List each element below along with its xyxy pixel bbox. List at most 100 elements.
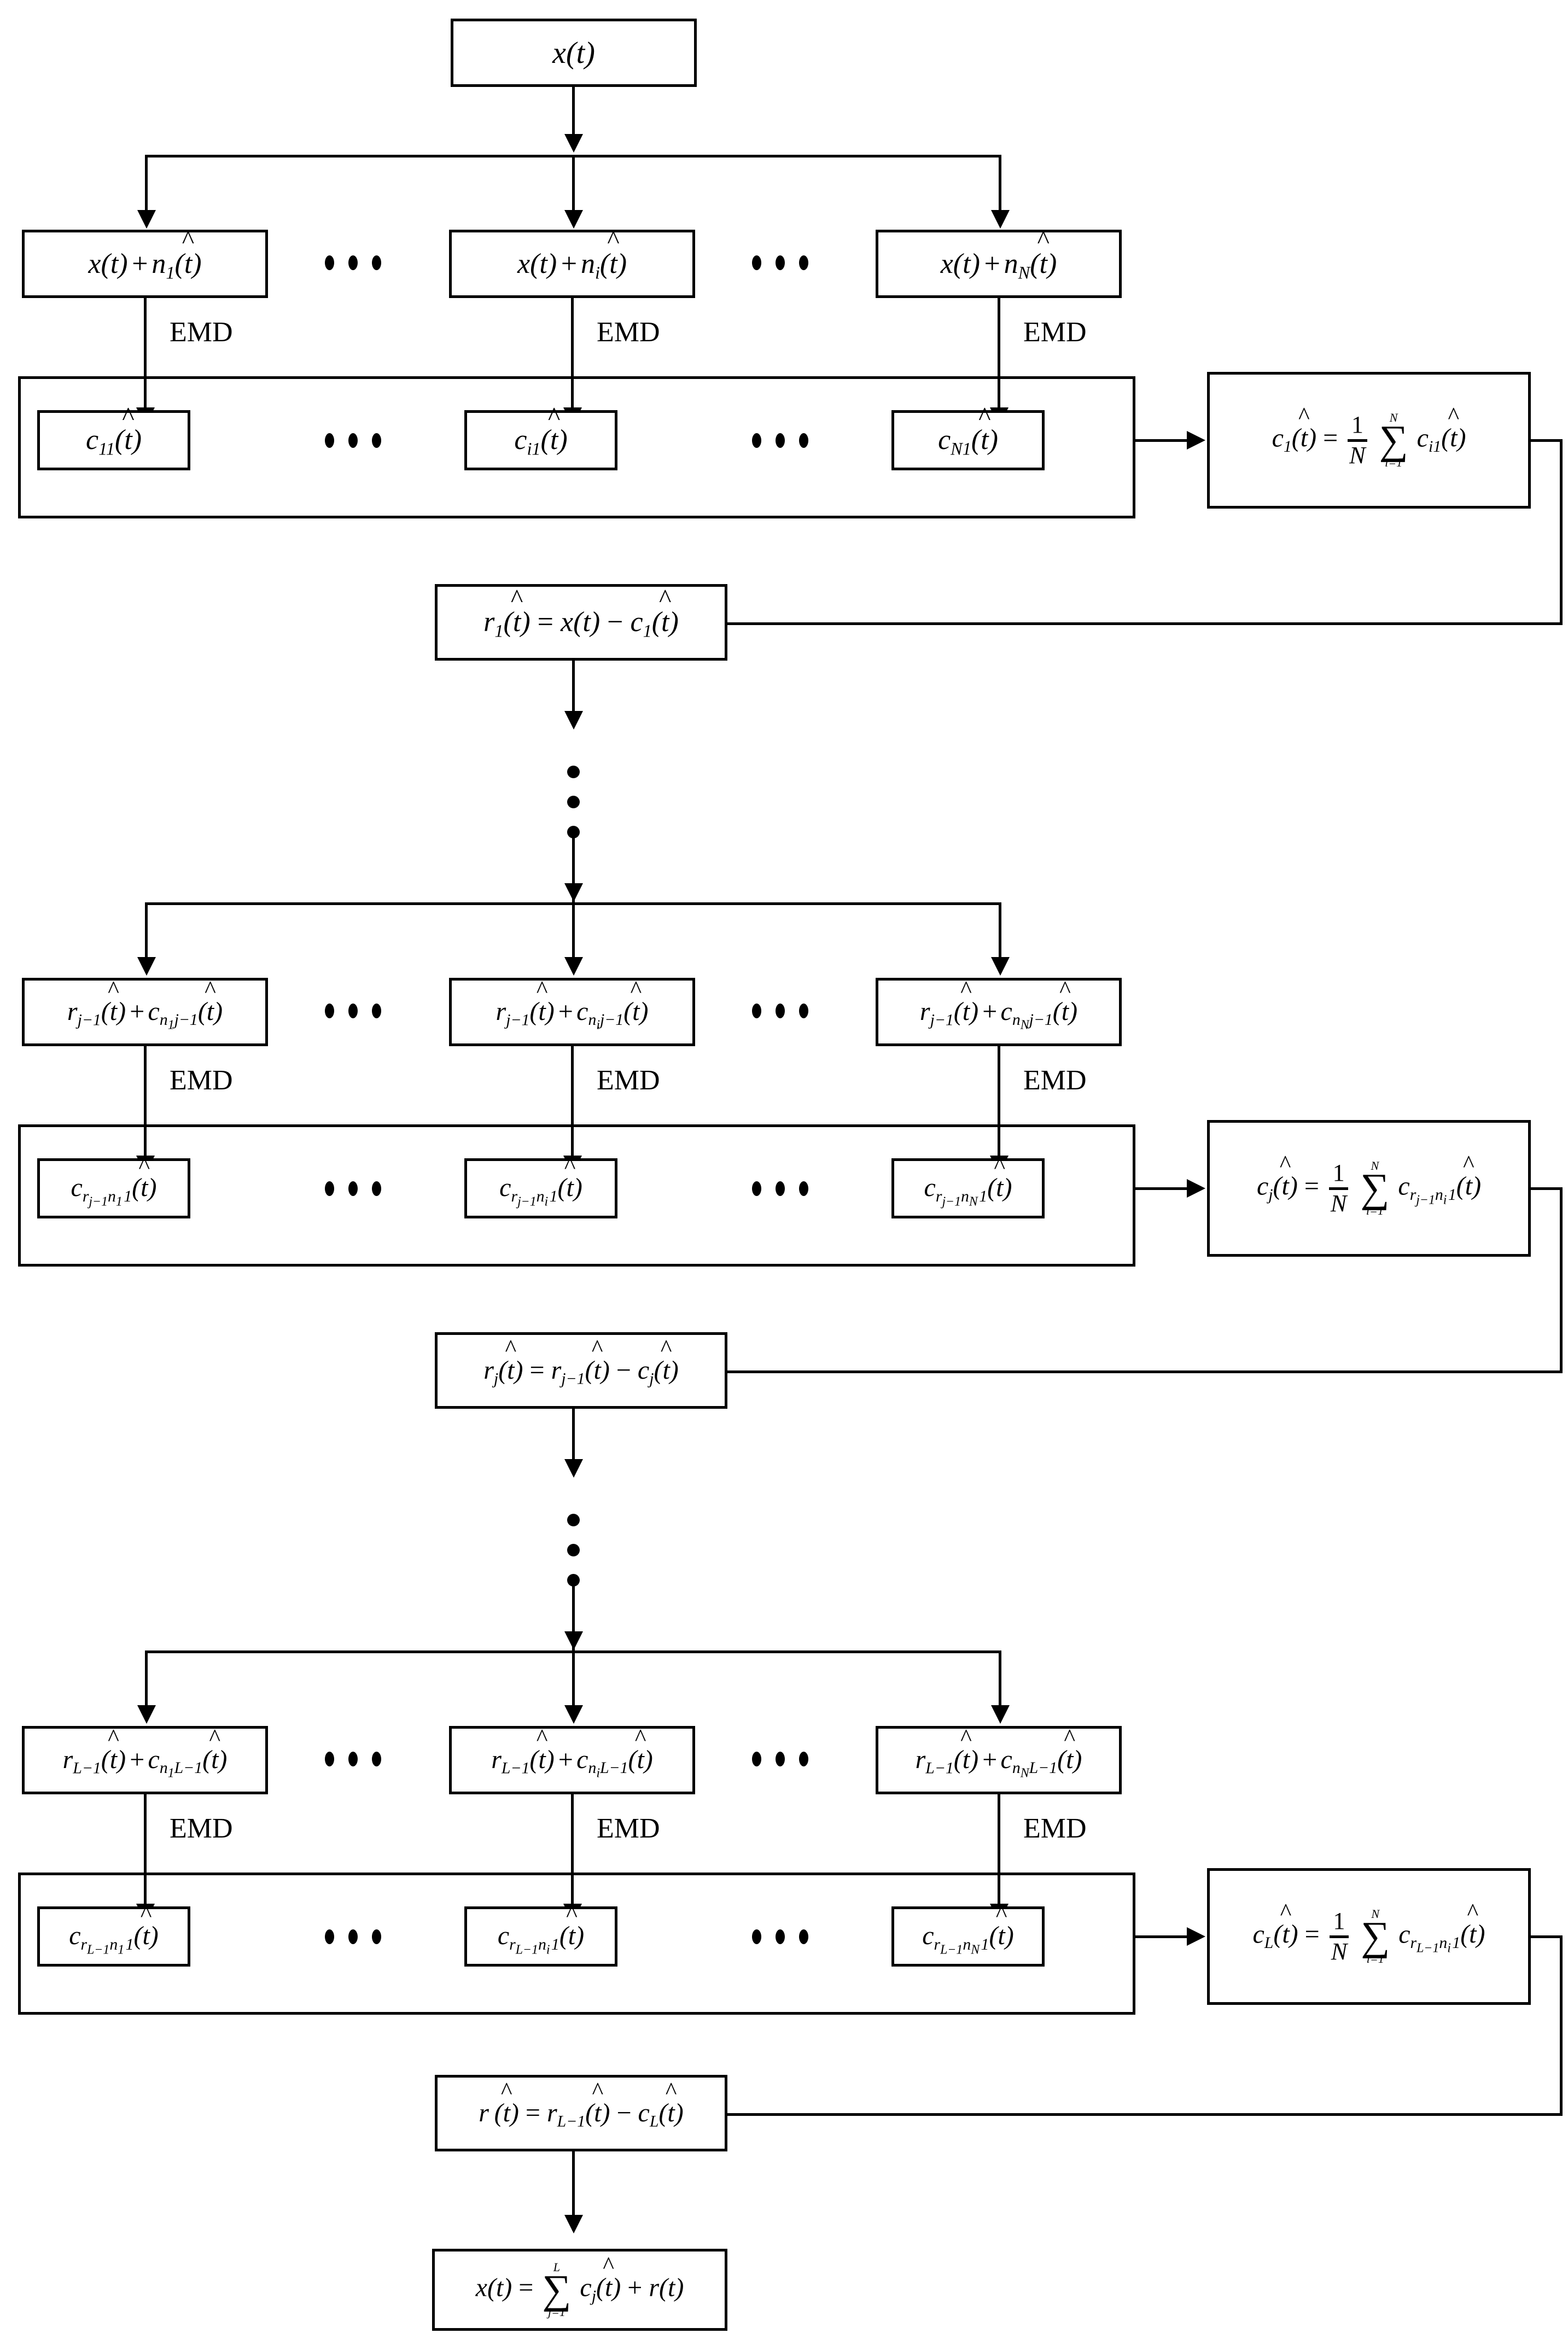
ellipsis-stageL-imf-b (752, 1929, 808, 1944)
feedback-stagej-vertical (1560, 1187, 1563, 1373)
connector-stageL-emd-left (144, 1794, 147, 1926)
ellipsis-stage1-imf-a (325, 433, 381, 448)
connector-dots-to-stagej (572, 837, 575, 902)
arrowhead-dots-to-stageL (564, 1631, 583, 1650)
connector-dots-to-stageL (572, 1585, 575, 1650)
branch-stageL-mid (572, 1650, 575, 1716)
arrowhead-stageL-to-average (1187, 1927, 1205, 1946)
node-input-signal: x(t) (451, 19, 697, 87)
ellipsis-stage1-noisy-b (752, 255, 808, 270)
arrowhead-stagej-right (991, 957, 1010, 976)
ellipsis-stageL-noisy-a (325, 1752, 381, 1766)
ellipsis-vertical-2 (567, 1514, 580, 1586)
connector-stageL-to-average (1135, 1935, 1196, 1938)
label-emd-stage1-mid: EMD (597, 317, 660, 348)
feedback-stage1-top (1531, 439, 1563, 442)
connector-stage1-to-average (1135, 439, 1196, 442)
node-reconstruction: x(t) = L∑j=1 cj^(t) + r(t) (432, 2249, 727, 2331)
ellipsis-vertical-1 (567, 766, 580, 838)
feedback-stagej-bottom (722, 1370, 1563, 1373)
stagej-residual-label: rj^(t) = rj−1^(t) − cj^(t) (483, 1335, 679, 1388)
stageL-imf-left-label: crL−1n1 1^(t) (69, 1900, 159, 1957)
branch-stagej-right (999, 902, 1001, 968)
node-stageL-imf-mid: crL−1ni 1^(t) (464, 1900, 617, 1967)
ellipsis-stageL-noisy-b (752, 1752, 808, 1766)
connector-stageL-emd-right (998, 1794, 1000, 1926)
connector-stagej-emd-mid (571, 1046, 574, 1177)
label-emd-stageL-right: EMD (1023, 1813, 1087, 1844)
branch-stage1-left (145, 155, 148, 220)
node-stagej-imf-left: crj−1n1 1^(t) (37, 1154, 190, 1218)
arrowhead-stage1-mid (564, 210, 583, 229)
stage1-imf-right-label: cN1^(t) (938, 401, 998, 459)
arrowhead-stage1-right (991, 210, 1010, 229)
label-emd-stagej-left: EMD (170, 1065, 233, 1096)
stagej-imf-mid-label: crj−1ni 1^(t) (499, 1152, 582, 1209)
stage1-noisy-mid-label: x(t) + ni^(t) (517, 225, 627, 282)
stagej-noisy-left-label: rj−1^(t) + cn1j−1^(t) (67, 976, 223, 1033)
feedback-stage1-bottom (722, 622, 1563, 625)
stage1-imf-mid-label: ci1^(t) (514, 401, 568, 459)
final-residual-label: r ^(t) = rL−1^(t) − cL^(t) (479, 2078, 684, 2131)
connector-input-stem (572, 87, 575, 144)
label-emd-stagej-right: EMD (1023, 1065, 1087, 1096)
node-stagej-noisy-right: rj−1^(t) + cnNj−1^(t) (876, 977, 1122, 1046)
ellipsis-stagej-noisy-b (752, 1004, 808, 1018)
ellipsis-stage1-noisy-a (325, 255, 381, 270)
container-stageL-imfs (18, 1873, 1135, 2015)
stage1-residual-label: r1^(t) = x(t) − c1^(t) (483, 584, 679, 641)
feedback-stageL-vertical (1560, 1935, 1563, 2116)
branch-stagej-left (145, 902, 148, 968)
arrowhead-stage1-to-average (1187, 431, 1205, 450)
connector-stagej-to-average (1135, 1187, 1196, 1190)
node-stage1-imf-left: c11^(t) (37, 401, 190, 470)
label-emd-stage1-left: EMD (170, 317, 233, 348)
stage1-imf-left-label: c11^(t) (85, 401, 142, 459)
feedback-stagej-top (1531, 1187, 1563, 1190)
feedback-stageL-bottom (722, 2113, 1563, 2116)
arrowhead-stagej-left (137, 957, 156, 976)
connector-stagej-emd-left (144, 1046, 147, 1177)
connector-stage1-emd-left (144, 298, 147, 429)
ellipsis-stageL-imf-a (325, 1929, 381, 1944)
stage1-noisy-right-label: x(t) + nN^(t) (940, 225, 1057, 282)
arrowhead-stageL-left (137, 1705, 156, 1724)
arrowhead-stagej-to-average (1187, 1179, 1205, 1198)
stageL-noisy-mid-label: rL−1^(t) + cniL−1^(t) (491, 1724, 653, 1781)
ellipsis-stagej-imf-a (325, 1181, 381, 1196)
container-stage1-imfs (18, 376, 1135, 518)
node-stage1-noisy-mid: x(t) + ni^(t) (449, 225, 695, 298)
stageL-noisy-right-label: rL−1^(t) + cnNL−1^(t) (915, 1724, 1082, 1781)
ellipsis-stagej-imf-b (752, 1181, 808, 1196)
ellipsis-stagej-noisy-a (325, 1004, 381, 1018)
reconstruction-label: x(t) = L∑j=1 cj^(t) + r(t) (475, 2252, 684, 2319)
arrowhead-dots-to-stagej (564, 883, 583, 902)
label-emd-stageL-mid: EMD (597, 1813, 660, 1844)
arrowhead-stagej-to-dots (564, 1459, 583, 1478)
connector-stagej-to-dots (572, 1409, 575, 1474)
connector-stage1-emd-right (998, 298, 1000, 429)
connector-stage1-to-dots (572, 661, 575, 726)
arrowhead-reconstruction (564, 2215, 583, 2233)
connector-residual-to-reconstruction (572, 2151, 575, 2231)
branch-stageL-left (145, 1650, 148, 1716)
node-stage1-imf-right: cN1^(t) (891, 401, 1045, 470)
branch-stage1-right (999, 155, 1001, 220)
feedback-stageL-top (1531, 1935, 1563, 1938)
label-emd-stageL-left: EMD (170, 1813, 233, 1844)
node-stageL-noisy-left: rL−1^(t) + cn1L−1^(t) (22, 1725, 268, 1794)
node-stageL-imf-right: crL−1nN 1^(t) (891, 1900, 1045, 1967)
stageL-imf-mid-label: crL−1ni 1^(t) (497, 1900, 585, 1957)
node-stagej-imf-right: crj−1nN 1^(t) (891, 1154, 1045, 1218)
node-stage1-noisy-right: x(t) + nN^(t) (876, 225, 1122, 298)
node-stageL-imf-left: crL−1n1 1^(t) (37, 1900, 190, 1967)
stageL-imf-right-label: crL−1nN 1^(t) (922, 1900, 1014, 1957)
arrowhead-stageL-mid (564, 1705, 583, 1724)
branch-stage1-mid (572, 155, 575, 220)
